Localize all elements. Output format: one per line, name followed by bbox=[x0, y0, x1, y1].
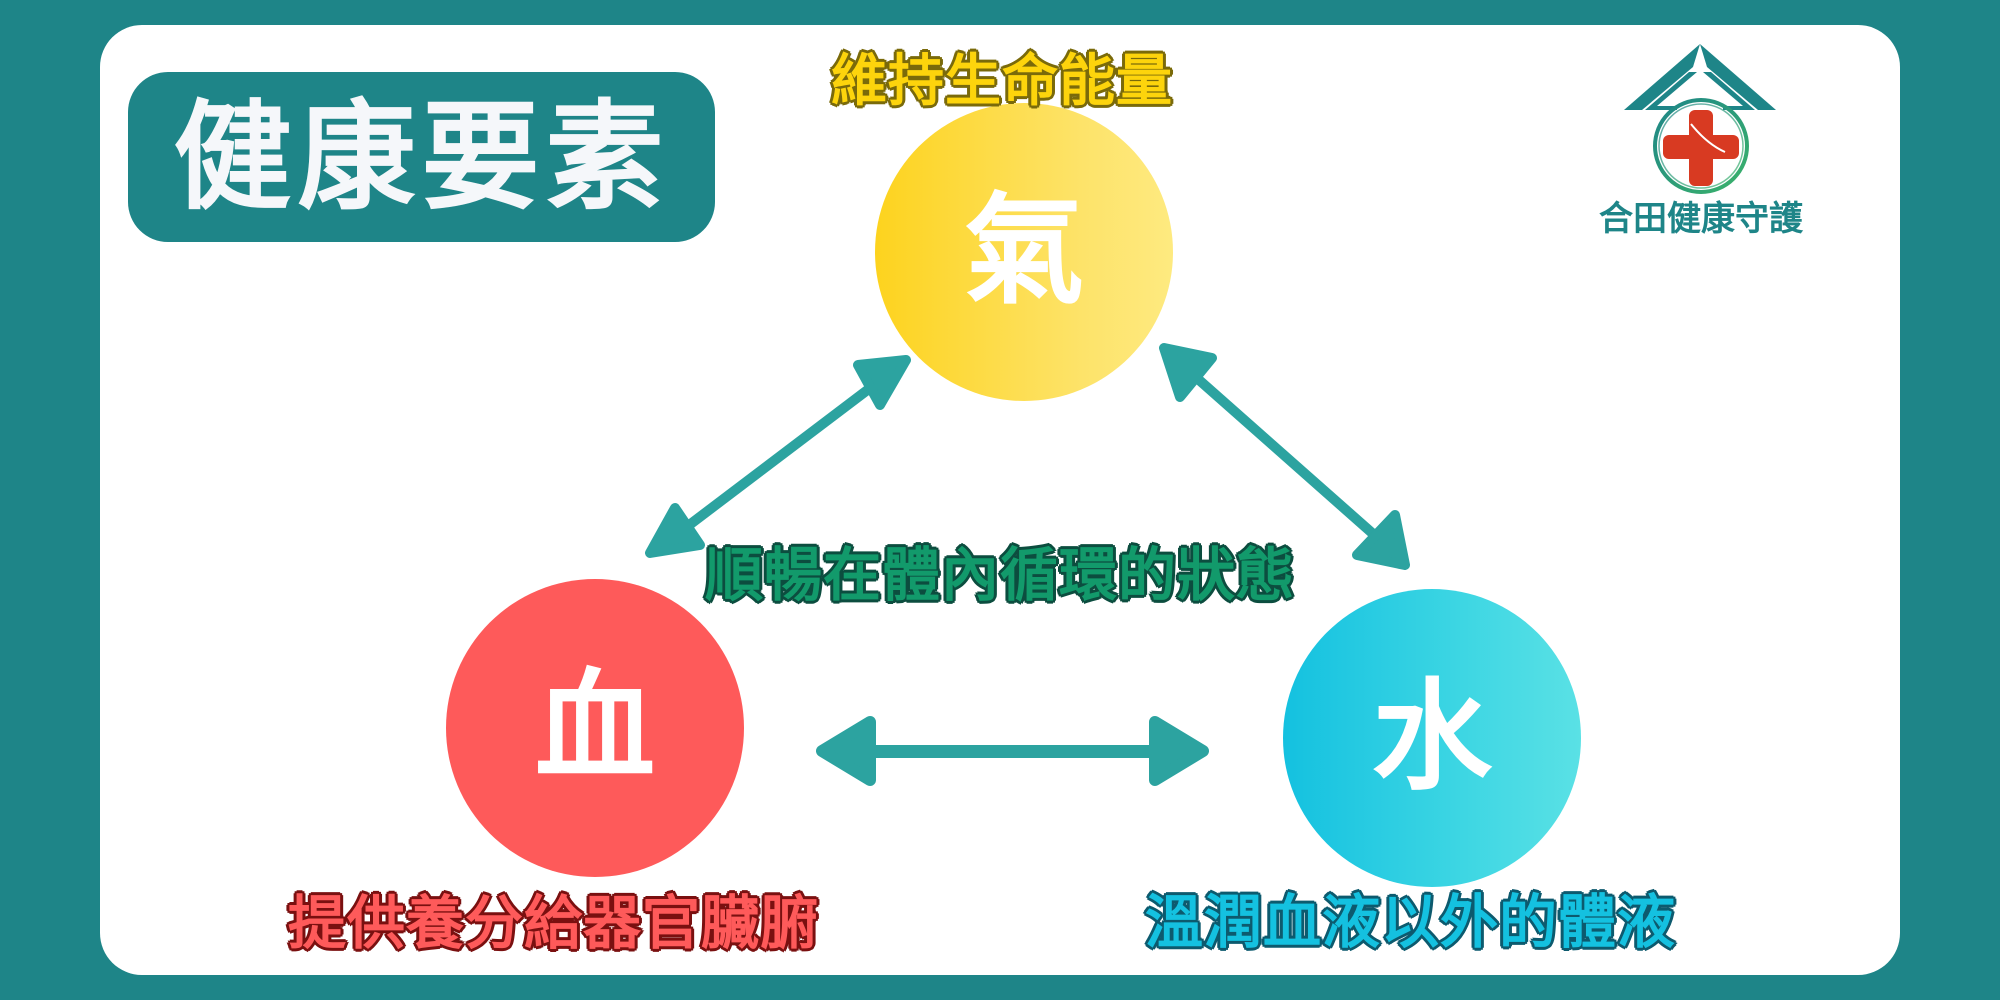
title-badge: 健康要素 bbox=[128, 72, 715, 242]
node-blood: 血 bbox=[446, 579, 744, 877]
house-medical-cross-icon bbox=[1624, 44, 1776, 194]
node-qi-glyph: 氣 bbox=[964, 182, 1084, 321]
qi-description: 維持生命能量 bbox=[831, 49, 1173, 114]
node-water-glyph: 水 bbox=[1372, 668, 1492, 807]
brand-logo: 合田健康守護 bbox=[1585, 40, 1815, 245]
node-qi: 氣 bbox=[875, 103, 1173, 401]
page-title: 健康要素 bbox=[173, 88, 670, 226]
logo-text: 合田健康守護 bbox=[1599, 199, 1803, 239]
center-description: 順暢在體內循環的狀態 bbox=[705, 541, 1296, 609]
water-description: 溫潤血液以外的體液 bbox=[1145, 888, 1677, 956]
node-blood-glyph: 血 bbox=[535, 658, 655, 797]
blood-description: 提供養分給器官臟腑 bbox=[288, 889, 820, 957]
node-water: 水 bbox=[1283, 589, 1581, 887]
